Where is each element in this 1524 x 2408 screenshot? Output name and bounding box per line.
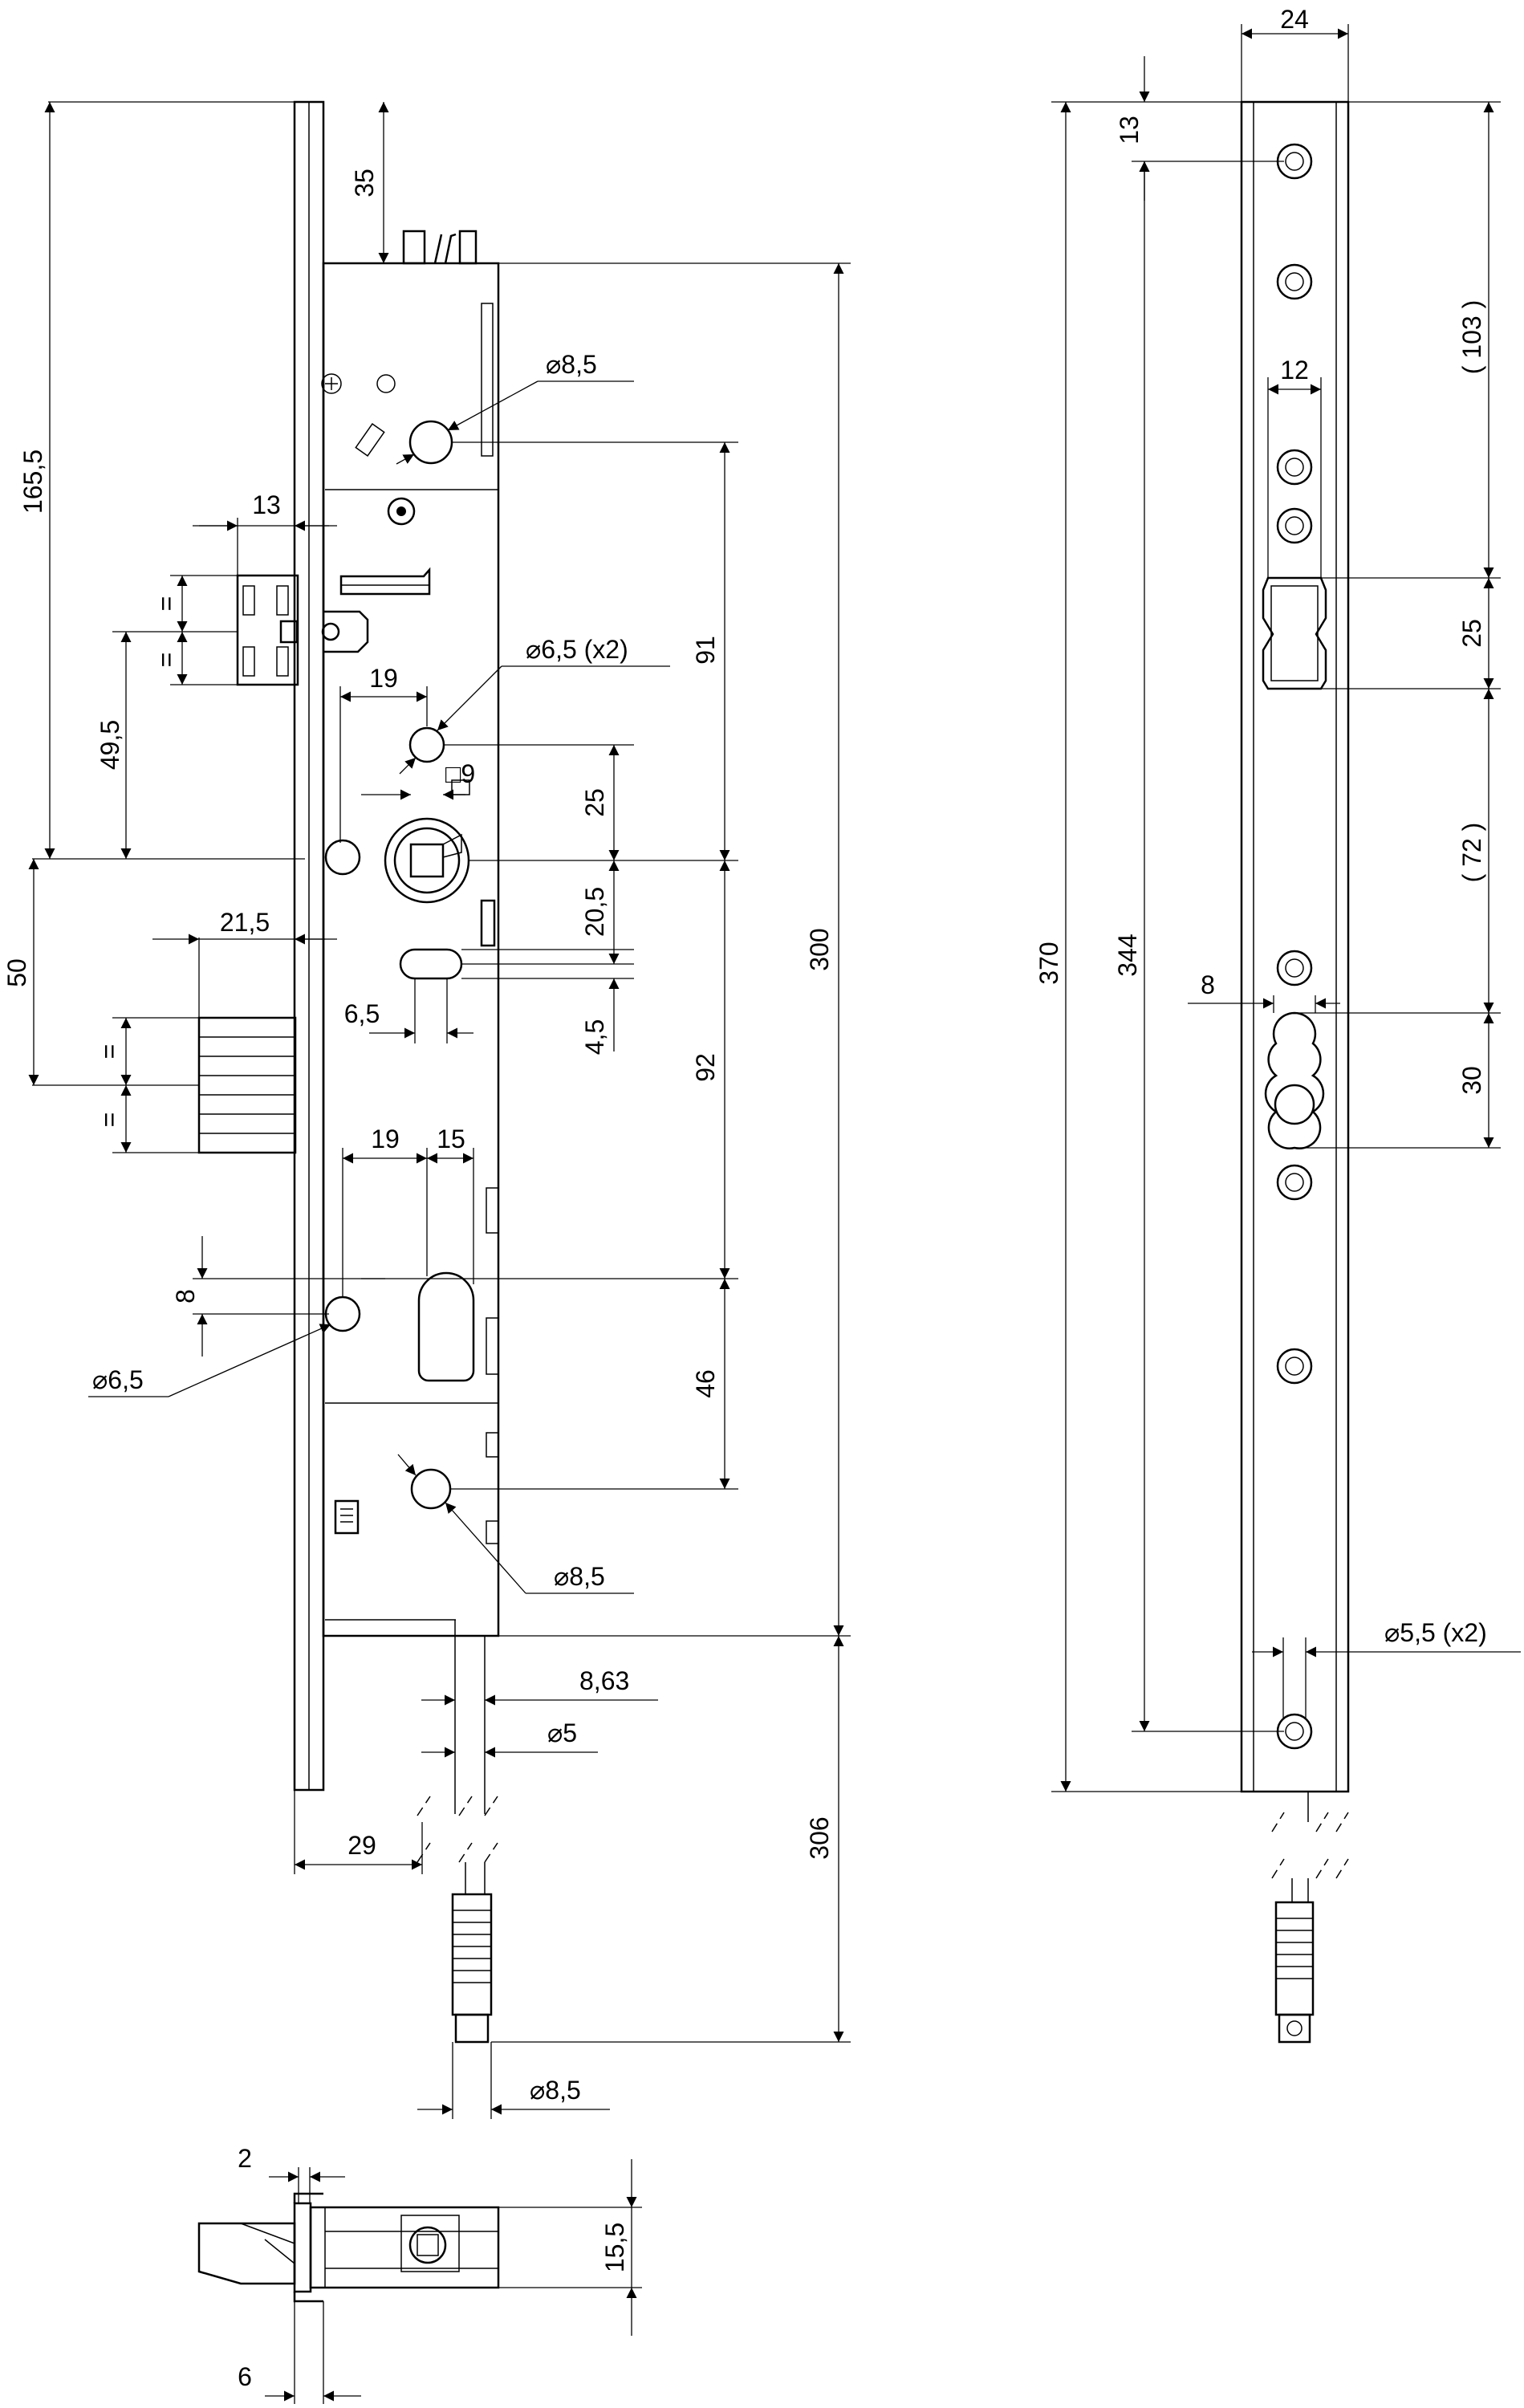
dim-49-5: 49,5 [96, 720, 124, 770]
dim-19-lower: 19 [371, 1125, 400, 1153]
top-view [197, 2192, 500, 2303]
faceplate-side [1240, 100, 1350, 1793]
side-dim-344: 344 [1113, 934, 1142, 976]
bolt-top [197, 2222, 296, 2285]
bolt-opening [1264, 1011, 1325, 1149]
dim-dia-8-5-plug: ⌀8,5 [530, 2076, 581, 2105]
fixing-hole-8-5-bottom [410, 1468, 452, 1510]
fixing-hole-8-5-top [408, 420, 453, 465]
cylinder-profile [417, 1271, 475, 1382]
deadbolt [197, 1016, 297, 1154]
dim-eq-3: = [95, 1044, 124, 1060]
faceplate-top [293, 2202, 312, 2293]
dim-square-9: □9 [445, 759, 475, 788]
fixing-hole-6-5-top [408, 726, 445, 763]
dim-8-63: 8,63 [579, 1666, 629, 1695]
connector-plug [451, 1893, 493, 2016]
side-dim-103: ( 103 ) [1457, 300, 1486, 374]
latch-opening [1262, 576, 1327, 690]
dim-eq-1: = [152, 596, 181, 612]
dim-92: 92 [691, 1053, 720, 1082]
dim-46: 46 [691, 1369, 720, 1398]
side-dim-25: 25 [1457, 619, 1486, 648]
dim-35: 35 [350, 169, 379, 197]
dim-306: 306 [805, 1816, 834, 1859]
dim-4-5: 4,5 [580, 1019, 609, 1055]
top-dim-6: 6 [238, 2362, 252, 2391]
side-dimensions: 24 13 370 344 12 ( 103 ) 25 ( 72 ) 30 8 … [1034, 5, 1521, 1792]
front-dimensions: 165,5 35 13 = = 49,5 50 21,5 = = 19 □9 6… [2, 101, 851, 2119]
top-switch [402, 230, 426, 265]
dim-21-5: 21,5 [220, 908, 270, 937]
case-top [309, 2206, 500, 2289]
side-dim-8: 8 [1201, 970, 1215, 999]
pin-hole [324, 839, 361, 876]
small-screw-icon [387, 497, 416, 526]
dim-300: 300 [805, 928, 834, 970]
dim-eq-2: = [152, 653, 181, 668]
side-dim-dia-5-5-x2: ⌀5,5 (x2) [1384, 1618, 1487, 1647]
slot-hole [399, 948, 463, 980]
front-view [197, 100, 500, 2044]
fixing-hole-6-5-bottom [324, 1296, 361, 1332]
dim-13-latch: 13 [252, 490, 281, 519]
dim-19-upper: 19 [369, 664, 398, 693]
dim-eq-4: = [95, 1112, 124, 1128]
dim-dia-8-5-bottom: ⌀8,5 [554, 1562, 605, 1591]
side-dim-13: 13 [1115, 116, 1144, 144]
side-view [1240, 100, 1350, 2044]
dim-25: 25 [580, 788, 609, 817]
dim-20-5: 20,5 [580, 887, 609, 937]
side-dim-24: 24 [1280, 5, 1309, 34]
side-dim-370: 370 [1034, 942, 1063, 984]
follower-square [409, 843, 445, 878]
side-dim-72: ( 72 ) [1457, 823, 1486, 883]
dim-dia-8-5-top: ⌀8,5 [546, 350, 597, 379]
dim-dia-6-5-x2: ⌀6,5 (x2) [526, 635, 628, 664]
dim-15: 15 [437, 1125, 465, 1153]
dim-91: 91 [691, 636, 720, 665]
screw-icon [321, 373, 342, 394]
dim-6-5: 6,5 [344, 999, 380, 1028]
side-dim-30: 30 [1457, 1066, 1486, 1095]
follower-hub [384, 817, 470, 904]
dim-dia-5: ⌀5 [547, 1719, 577, 1747]
dim-8: 8 [171, 1289, 200, 1304]
top-dim-2: 2 [238, 2144, 252, 2173]
dim-29: 29 [347, 1831, 376, 1860]
side-holes [1276, 143, 1313, 1750]
dim-165-5: 165,5 [18, 449, 47, 514]
side-dim-12: 12 [1280, 356, 1309, 384]
top-dimensions: 2 6 15,5 [238, 2144, 642, 2404]
dim-50: 50 [2, 958, 31, 987]
top-dim-15-5: 15,5 [600, 2223, 629, 2272]
connector-plug-side [1274, 1901, 1315, 2016]
dim-dia-6-5: ⌀6,5 [92, 1365, 144, 1394]
